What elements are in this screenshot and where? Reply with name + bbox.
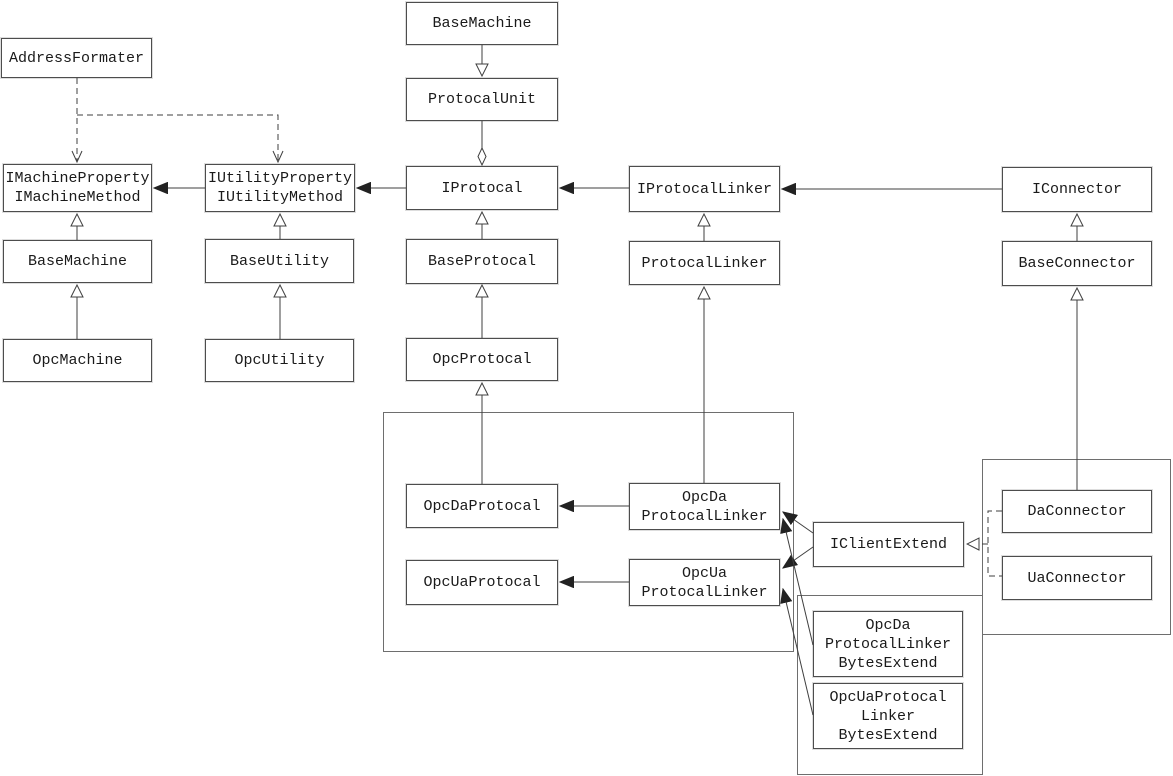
class-base-connector: BaseConnector — [1002, 241, 1152, 286]
class-opc-protocal: OpcProtocal — [406, 338, 558, 381]
class-opc-da-protocal-linker: OpcDa ProtocalLinker — [629, 483, 780, 530]
opc-protocal-group-box — [383, 412, 794, 652]
class-protocal-unit: ProtocalUnit — [406, 78, 558, 121]
class-iprotocal-linker: IProtocalLinker — [629, 166, 780, 212]
class-opc-machine: OpcMachine — [3, 339, 152, 382]
class-iclient-extend: IClientExtend — [813, 522, 964, 567]
class-opc-utility: OpcUtility — [205, 339, 354, 382]
class-imachine-interface: IMachineProperty IMachineMethod — [3, 164, 152, 212]
class-iprotocal: IProtocal — [406, 166, 558, 210]
class-protocal-linker: ProtocalLinker — [629, 241, 780, 285]
class-base-machine-top: BaseMachine — [406, 2, 558, 45]
class-opc-da-protocal: OpcDaProtocal — [406, 484, 558, 528]
edge-addressformater-dep-iutility — [77, 114, 278, 162]
class-address-formater: AddressFormater — [1, 38, 152, 78]
class-ua-connector: UaConnector — [1002, 556, 1152, 600]
class-base-utility: BaseUtility — [205, 239, 354, 283]
class-opc-ua-protocal: OpcUaProtocal — [406, 560, 558, 605]
class-iutility-interface: IUtilityProperty IUtilityMethod — [205, 164, 355, 212]
class-da-connector: DaConnector — [1002, 490, 1152, 533]
class-base-protocal: BaseProtocal — [406, 239, 558, 284]
connector-group-box — [982, 459, 1171, 635]
class-opc-ua-protocal-linker: OpcUa ProtocalLinker — [629, 559, 780, 606]
class-iconnector: IConnector — [1002, 167, 1152, 212]
class-opc-da-bytes-extend: OpcDa ProtocalLinker BytesExtend — [813, 611, 963, 677]
class-opc-ua-bytes-extend: OpcUaProtocal Linker BytesExtend — [813, 683, 963, 749]
class-base-machine-left: BaseMachine — [3, 240, 152, 283]
